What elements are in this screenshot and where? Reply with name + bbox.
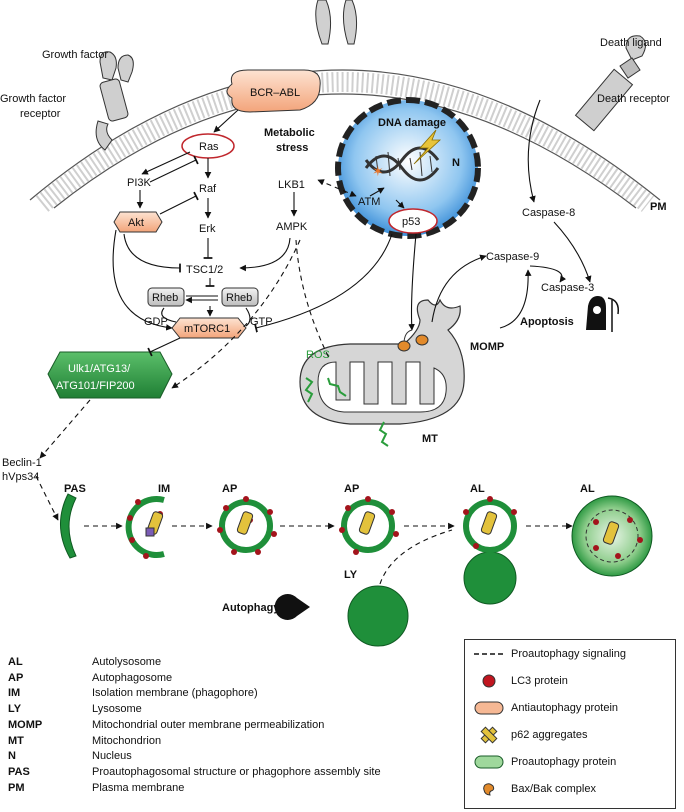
ros-wave — [327, 377, 347, 397]
pas-crescent — [59, 493, 77, 559]
growth-factor-receptor-label-2: receptor — [20, 108, 61, 120]
lightning-icon — [413, 129, 442, 165]
mitochondrion — [299, 298, 465, 425]
death-receptor-label: Death receptor — [597, 93, 670, 105]
lysosome — [347, 585, 409, 647]
caspase3-label: Caspase-3 — [541, 282, 594, 294]
death-ligand-label: Death ligand — [600, 37, 662, 49]
ros-wave — [304, 377, 314, 403]
pathway-arrows — [112, 99, 592, 357]
proautophagy-dashed-arrows — [35, 179, 573, 585]
damage-star-icon: ✶ — [372, 163, 384, 179]
dna-damage-label: DNA damage — [378, 117, 446, 129]
growth-factor-receptor-icon — [95, 51, 134, 151]
ulk1-complex-shape — [47, 351, 173, 399]
ap1-label: AP — [222, 483, 237, 495]
legend-item: Proautophagy signaling — [473, 646, 626, 662]
legend-item: Antiautophagy protein — [473, 700, 618, 716]
ampk-label: AMPK — [276, 221, 308, 233]
mtorc1-label: mTORC1 — [184, 323, 230, 335]
caspase9-label: Caspase-9 — [486, 251, 539, 263]
beclin-label-2: hVps34 — [2, 471, 39, 483]
bean-icon — [473, 781, 505, 797]
plasma-membrane — [29, 69, 661, 212]
ros-wave — [378, 421, 389, 447]
legend-box: Proautophagy signaling LC3 protein Antia… — [464, 639, 676, 809]
isolation-membrane — [125, 496, 165, 559]
im-label: IM — [158, 483, 170, 495]
ap2-label: AP — [344, 483, 359, 495]
autophagosome-2 — [339, 496, 399, 555]
ulk1-label-1: Ulk1/ATG13/ — [68, 363, 131, 375]
rheb-gdp-label: Rheb — [152, 292, 178, 304]
gdp-label: GDP — [144, 316, 168, 328]
momp-label: MOMP — [470, 341, 504, 353]
autolysosome-2 — [571, 495, 653, 577]
ras-label: Ras — [199, 141, 219, 153]
pi3k-label: PI3K — [127, 177, 152, 189]
beclin-label-1: Beclin-1 — [2, 457, 42, 469]
p53-oval — [388, 208, 438, 234]
al1-label: AL — [470, 483, 485, 495]
bcr-abl-shape — [226, 69, 321, 113]
bcr-abl-label: BCR–ABL — [250, 87, 300, 99]
grim-reaper-icon — [586, 296, 620, 332]
legend-item: Proautophagy protein — [473, 754, 616, 770]
pas-label: PAS — [64, 483, 86, 495]
erk-label: Erk — [199, 223, 216, 235]
nucleus — [335, 97, 481, 239]
rheb-gtp-box — [221, 287, 259, 307]
red-dot-icon — [473, 673, 505, 689]
caspase8-label: Caspase-8 — [522, 207, 575, 219]
bax-bak-icon — [397, 340, 411, 352]
p53-label: p53 — [402, 216, 420, 228]
autophagy-label: Autophagy — [222, 602, 280, 614]
akt-shape — [113, 211, 163, 233]
pacman-icon — [274, 594, 310, 620]
autophagosome-1 — [217, 496, 277, 555]
autolysosome-1 — [463, 496, 517, 605]
mt-label: MT — [422, 433, 438, 445]
legend-item: p62 aggregates — [473, 726, 587, 744]
dashed-line-icon — [473, 646, 505, 662]
ly-label: LY — [344, 569, 358, 581]
legend-item: LC3 protein — [473, 673, 568, 689]
metabolic-stress-label-1: Metabolic — [264, 127, 315, 139]
pm-label: PM — [650, 201, 667, 213]
growth-factor-label: Growth factor — [42, 49, 108, 61]
rheb-gdp-box — [147, 287, 185, 307]
ros-label: ROS — [306, 349, 330, 361]
akt-label: Akt — [128, 217, 144, 229]
al2-label: AL — [580, 483, 595, 495]
membrane-channel — [315, 0, 358, 45]
atm-label: ATM — [358, 196, 380, 208]
bax-bak-icon — [415, 334, 429, 346]
apoptosis-label: Apoptosis — [520, 316, 574, 328]
legend-item: Bax/Bak complex — [473, 781, 596, 797]
tsc-label: TSC1/2 — [186, 264, 223, 276]
death-receptor-icon — [574, 35, 646, 132]
rheb-gtp-label: Rheb — [226, 292, 252, 304]
raf-label: Raf — [199, 183, 217, 195]
orange-capsule-icon — [473, 700, 505, 716]
green-capsule-icon — [473, 754, 505, 770]
growth-factor-receptor-label-1: Growth factor — [0, 93, 66, 105]
metabolic-stress-label-2: stress — [276, 142, 308, 154]
yellow-cross-icon — [473, 726, 505, 744]
ulk1-label-2: ATG101/FIP200 — [56, 380, 135, 392]
n-label: N — [452, 157, 460, 169]
lkb1-label: LKB1 — [278, 179, 305, 191]
